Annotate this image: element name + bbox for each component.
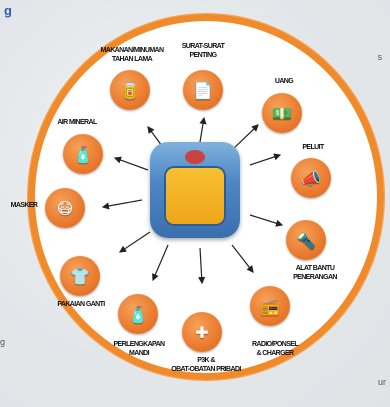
label-p3k: P3K &OBAT-OBATAN PRIBADI [160,356,252,374]
first-aid-icon: ✚ [182,312,222,352]
clothes-glyph: 👕 [70,267,90,286]
arrow-mandi [153,245,168,280]
arrow-radio [232,245,253,272]
arrow-pakaian [120,232,150,252]
label-peluit: PELUIT [296,143,330,152]
arrow-peluit [250,155,280,165]
flashlight-icon: 🔦 [286,220,326,260]
backpack-pocket [164,166,226,226]
money-icon: 💵 [262,93,302,133]
arrow-uang [232,125,258,150]
label-uang: UANG [267,77,301,86]
whistle-icon: 📣 [291,158,331,198]
toiletries-glyph: 🧴 [128,305,148,324]
first-aid-glyph: ✚ [195,323,208,342]
radio-icon: 📻 [250,286,290,326]
money-glyph: 💵 [272,104,292,123]
bottle-icon: 🥫 [110,70,150,110]
documents-glyph: 📄 [193,81,213,100]
arrow-alat [250,215,282,225]
arrow-surat [200,118,204,142]
whistle-glyph: 📣 [301,169,321,188]
arrow-masker [103,200,142,207]
backpack-logo [185,150,205,164]
toiletries-icon: 🧴 [118,294,158,334]
label-air: AIR MINERAL [48,118,106,127]
arrow-air [115,158,148,170]
radio-glyph: 📻 [260,297,280,316]
label-pakaian: PAKAIAN GANTI [44,300,118,309]
mask-glyph: 😷 [57,199,74,218]
documents-icon: 📄 [183,70,223,110]
water-bottle-icon: 🧴 [63,134,103,174]
mask-icon: 😷 [45,188,85,228]
backpack-icon [150,142,240,238]
clothes-icon: 👕 [60,256,100,296]
label-masker: MASKER [4,201,44,210]
water-bottle-glyph: 🧴 [73,145,93,164]
flashlight-glyph: 🔦 [296,231,316,250]
arrow-p3k [200,248,202,283]
bottle-glyph: 🥫 [120,81,140,100]
